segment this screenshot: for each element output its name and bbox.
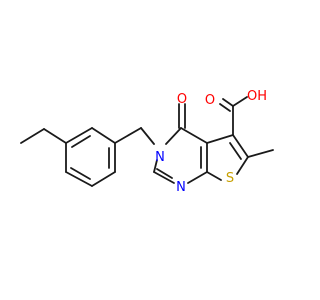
atom-n3: N xyxy=(155,150,165,165)
bond-c7a-n1 xyxy=(187,171,208,184)
bonds xyxy=(20,96,274,187)
bond-cooh-oh xyxy=(232,96,248,107)
bond-benzene-1 xyxy=(43,128,67,144)
atom-n1: N xyxy=(176,180,186,195)
bond-s-c7a xyxy=(206,171,222,181)
bond-benzene-inner-3 xyxy=(70,167,91,180)
bond-c6-s xyxy=(236,156,249,175)
bond-benzene-2 xyxy=(65,127,93,144)
bond-n3-c4 xyxy=(165,127,182,145)
bond-c5-c6 xyxy=(232,134,249,158)
bond-c4a-c5 xyxy=(206,134,234,144)
bond-benzene-3 xyxy=(91,127,116,144)
bond-c4-c4a xyxy=(180,127,208,144)
atom-oh-hydroxyl: OH xyxy=(247,89,267,104)
bond-cooh-o-double xyxy=(219,103,231,112)
atom-o-ring-carbonyl: O xyxy=(177,92,187,107)
molecule-diagram: O OH O N N S xyxy=(20,89,274,195)
bond-c2-n3 xyxy=(153,159,158,173)
bond-ch2-n3 xyxy=(140,127,155,145)
bond-benzene-6 xyxy=(65,171,93,187)
bond-c6-methyl xyxy=(247,149,274,158)
bond-benzene-5 xyxy=(91,171,116,187)
atom-s: S xyxy=(226,171,234,186)
bond-methyl-tolyl xyxy=(20,128,45,144)
bond-n1-c2-double xyxy=(156,168,173,179)
bond-benzyl-ch2 xyxy=(114,127,142,144)
atom-o-carboxyl: O xyxy=(205,93,215,108)
bond-n1-c2 xyxy=(153,171,175,184)
bond-cooh-o xyxy=(222,98,234,107)
atom-labels: O OH O N N S xyxy=(155,89,267,195)
bond-c5-c6-inner xyxy=(229,142,242,160)
bond-benzene-inner-1 xyxy=(71,135,91,148)
